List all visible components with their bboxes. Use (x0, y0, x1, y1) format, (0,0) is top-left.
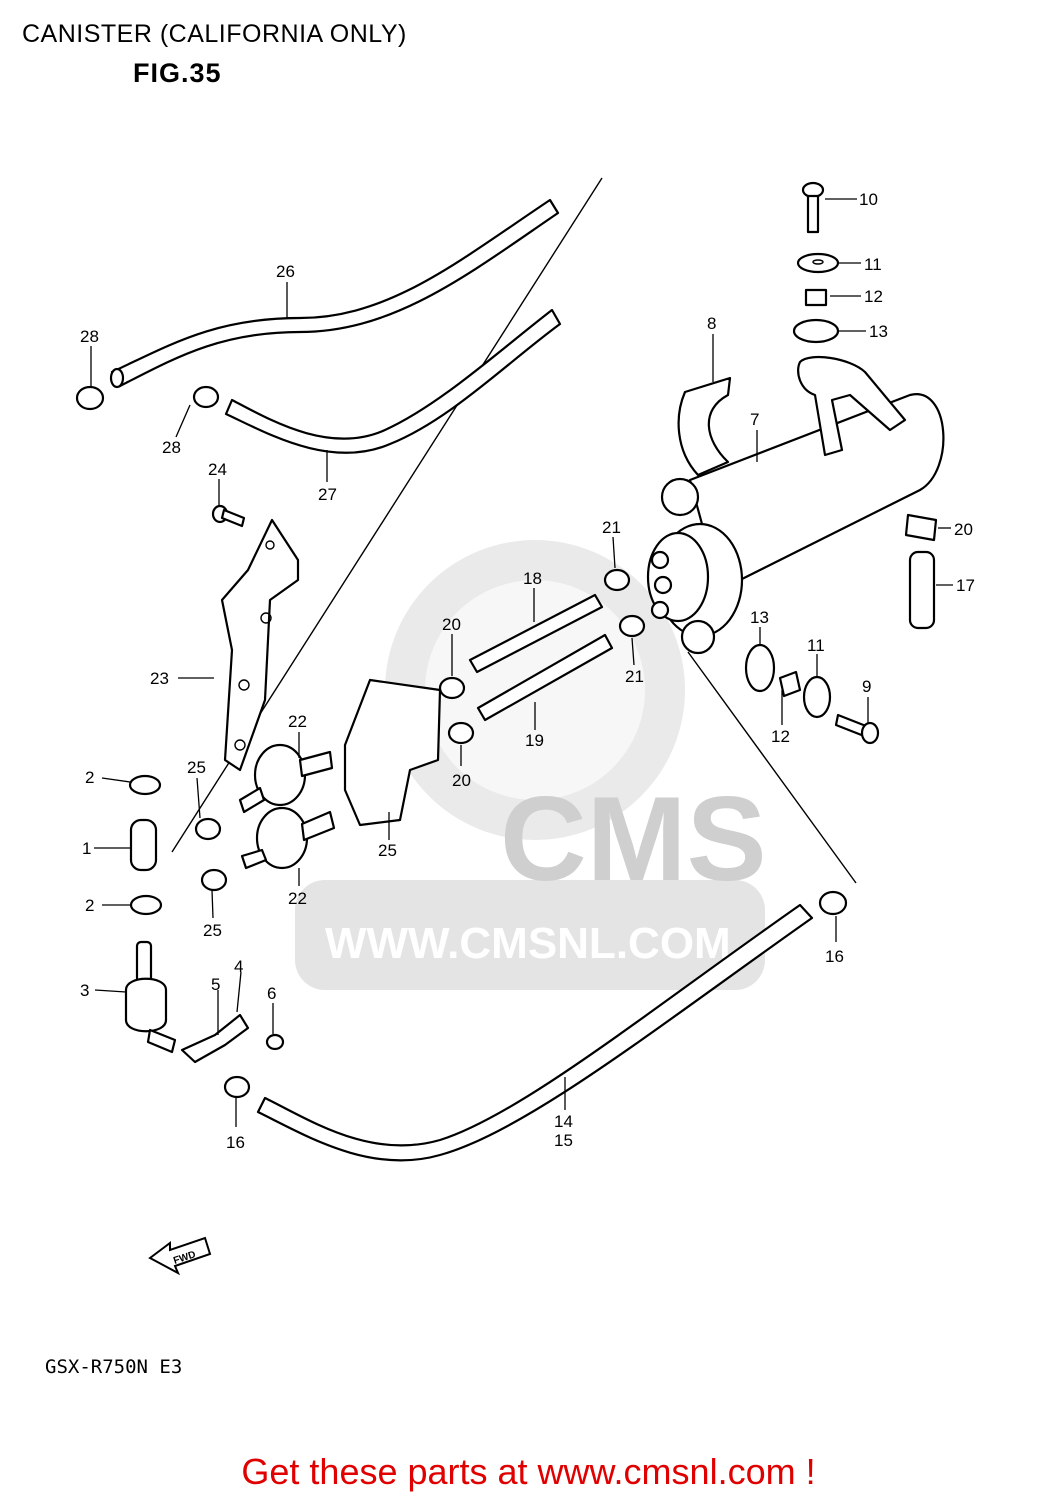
bolt-9 (834, 713, 880, 745)
washer-11-side (802, 675, 832, 719)
clamp-21-a (603, 568, 631, 592)
clamp-28-a (75, 385, 105, 411)
watermark-brand: CMS (500, 772, 767, 906)
clamp-21-b (618, 614, 646, 638)
clamp-25-b (200, 868, 228, 892)
callout-labels: 1 2 2 3 4 5 6 7 8 9 10 11 11 12 12 13 13… (80, 190, 975, 1152)
callout-21: 21 (602, 518, 621, 537)
callout-12: 12 (864, 287, 883, 306)
callout-12: 12 (771, 727, 790, 746)
callout-20: 20 (442, 615, 461, 634)
clamp-20-b (447, 721, 475, 745)
callout-6: 6 (267, 984, 276, 1003)
callout-18: 18 (523, 569, 542, 588)
callout-9: 9 (862, 677, 871, 696)
bolt-24 (211, 504, 246, 528)
clamp-25-a (194, 817, 222, 841)
callout-22: 22 (288, 889, 307, 908)
callout-20: 20 (954, 520, 973, 539)
callout-25: 25 (203, 921, 222, 940)
callout-3: 3 (80, 981, 89, 1000)
canister-bracket (797, 355, 907, 457)
band-8 (677, 376, 732, 477)
hose-1 (129, 818, 158, 872)
grommet-13-side (744, 643, 776, 693)
callout-1: 1 (82, 839, 91, 858)
callout-10: 10 (859, 190, 878, 209)
callout-22: 22 (288, 712, 307, 731)
clamp-16-right (818, 890, 848, 916)
filter-22-a (238, 743, 334, 814)
callout-5: 5 (211, 975, 220, 994)
callout-13: 13 (869, 322, 888, 341)
callout-25: 25 (378, 841, 397, 860)
callout-7: 7 (750, 410, 759, 429)
clamp-5 (180, 1013, 250, 1064)
callout-20: 20 (452, 771, 471, 790)
washer-11-top (796, 252, 840, 274)
fwd-arrow-icon: FWD (148, 1236, 212, 1276)
hose-17 (908, 550, 936, 630)
callout-23: 23 (150, 669, 169, 688)
callout-19: 19 (525, 731, 544, 750)
clamp-20-a (438, 676, 466, 700)
callout-28: 28 (162, 438, 181, 457)
clamp-2-bottom (129, 894, 163, 916)
callout-15: 15 (554, 1131, 573, 1150)
callout-11: 11 (807, 636, 825, 655)
callout-17: 17 (956, 576, 975, 595)
callout-28: 28 (80, 327, 99, 346)
screw-6 (265, 1033, 285, 1051)
clamp-20-right (904, 513, 938, 542)
clamp-2-top (128, 774, 162, 796)
callout-14: 14 (554, 1112, 573, 1131)
callout-2: 2 (85, 896, 94, 915)
watermark-url: WWW.CMSNL.COM (325, 919, 731, 968)
canister-7 (646, 393, 945, 655)
hose-27 (224, 308, 562, 454)
callout-4: 4 (234, 957, 243, 976)
leader-lines (90, 198, 953, 1127)
grommet-13-top (792, 318, 840, 344)
joint-3 (124, 940, 177, 1054)
model-code: GSX-R750N E3 (45, 1356, 183, 1378)
callout-16: 16 (825, 947, 844, 966)
callout-27: 27 (318, 485, 337, 504)
holder-25 (343, 678, 442, 827)
hose-14-15 (256, 903, 814, 1162)
hose-18 (468, 593, 604, 674)
clamp-16-bottom (223, 1075, 251, 1099)
collar-12-side (778, 670, 802, 698)
callout-11: 11 (864, 255, 882, 274)
filter-22-b (240, 806, 336, 870)
bolt-10 (801, 181, 825, 234)
parts-link[interactable]: Get these parts at www.cmsnl.com ! (241, 1451, 816, 1492)
callout-13: 13 (750, 608, 769, 627)
callout-21: 21 (625, 667, 644, 686)
hose-26 (110, 198, 560, 388)
page-title: CANISTER (CALIFORNIA ONLY) (22, 20, 407, 48)
hose-19 (476, 633, 614, 722)
callout-25: 25 (187, 758, 206, 777)
callout-24: 24 (208, 460, 227, 479)
bracket-23 (220, 518, 300, 772)
callout-26: 26 (276, 262, 295, 281)
clamp-28-b (192, 385, 220, 409)
callout-8: 8 (707, 314, 716, 333)
callout-2: 2 (85, 768, 94, 787)
figure-number: FIG.35 (133, 58, 222, 88)
collar-12-top (804, 288, 828, 307)
callout-16: 16 (226, 1133, 245, 1152)
